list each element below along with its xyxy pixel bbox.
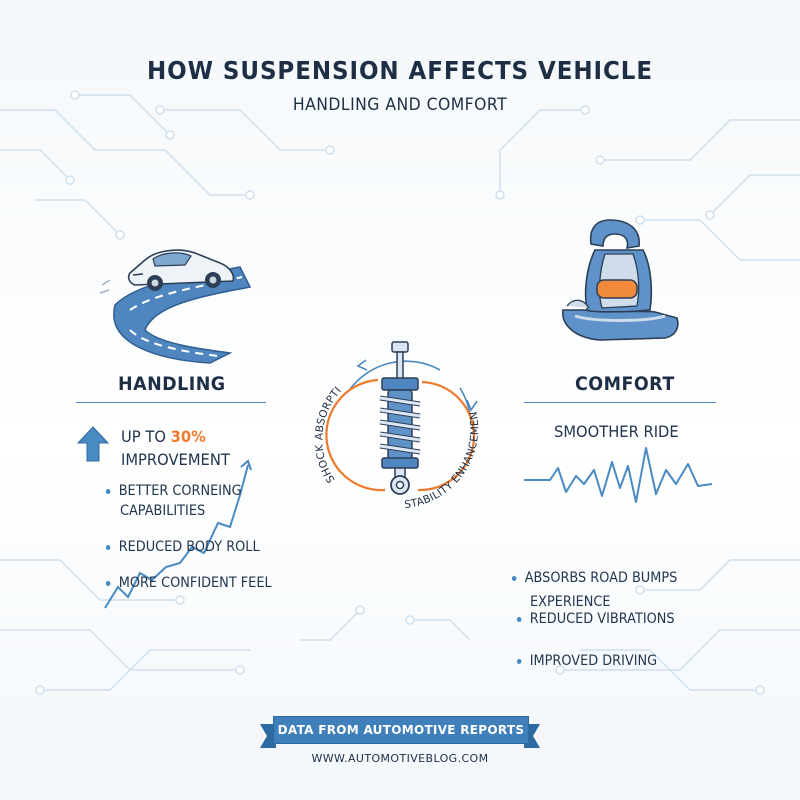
handling-divider [76,402,266,403]
handling-bullet-1: BETTER CORNEING [104,483,800,499]
comfort-bullet-3-cont: EXPERIENCE [530,594,611,610]
handling-bullet-3: MORE CONFIDENT FEEL [104,575,800,591]
up-arrow-icon [76,426,110,462]
handling-heading: HANDLING [118,373,226,395]
comfort-subheading: SMOOTHER RIDE [554,422,679,441]
handling-bullet-2: REDUCED BODY ROLL [104,539,800,555]
car-on-curved-road-icon [100,249,252,364]
comfort-heading: COMFORT [575,373,675,395]
handling-stat-suffix: IMPROVEMENT [121,450,230,469]
car-seat-icon [562,219,679,341]
source-url: WWW.AUTOMOTIVEBLOG.COM [311,752,489,765]
comfort-bullet-2: REDUCED VIBRATIONS [515,611,800,627]
vibration-waveform [524,447,713,503]
data-source-banner: DATA FROM AUTOMOTIVE REPORTS [273,716,529,744]
comfort-bullet-3: IMPROVED DRIVING [515,653,800,669]
handling-stat-value: 30% [170,427,206,446]
comfort-divider [524,402,716,403]
shock-absorption-label: SHOCK ABSORPTION [300,330,344,485]
handling-stat-line: UP TO 30% [121,427,206,446]
page-subtitle: HANDLING AND COMFORT [292,95,508,115]
svg-text:SHOCK ABSORPTION: SHOCK ABSORPTION [300,330,344,485]
rising-trend-line [104,459,252,609]
banner-ribbon-left [260,724,276,748]
handling-stat-prefix: UP TO [121,427,166,446]
shock-absorber-icon: SHOCK ABSORPTION STABILITY ENHANCEMENT [300,330,481,511]
handling-bullet-1-cont: CAPABILITIES [120,503,206,519]
comfort-bullet-1: ABSORBS ROAD BUMPS [510,570,800,586]
page-title: HOW SUSPENSION AFFECTS VEHICLE [147,56,653,85]
